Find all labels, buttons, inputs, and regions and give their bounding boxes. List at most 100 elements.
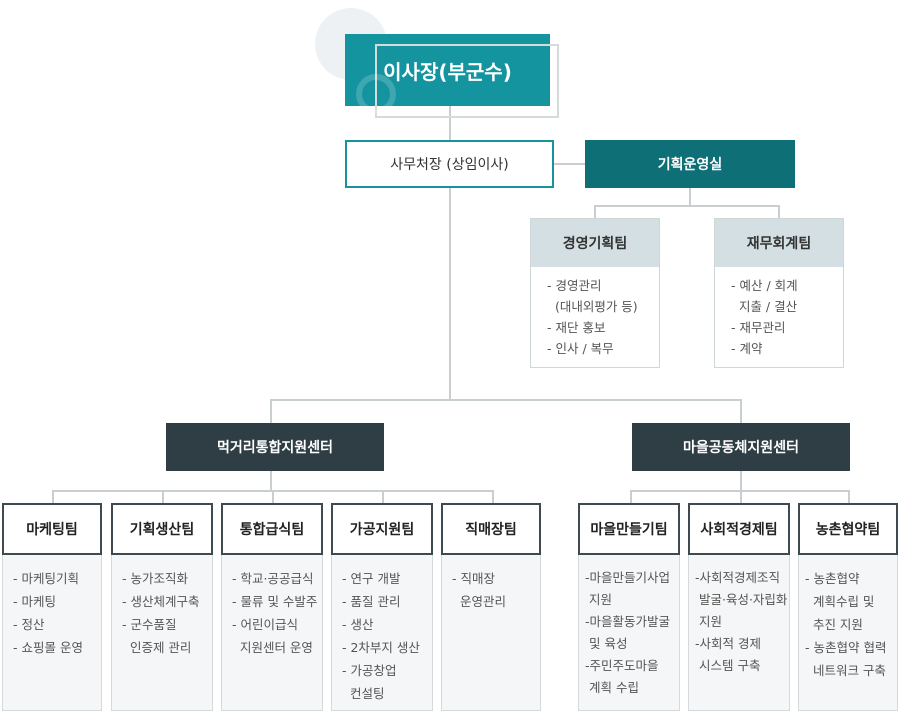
team-title: 가공지원팀 [331,503,433,555]
connector-line [630,490,632,503]
team-planning-production: 기획생산팀 - 농가조직화 - 생산체계구축 - 군수품질 인증제 관리 [111,503,213,711]
connector-line [778,205,780,218]
subteam-management-planning: 경영기획팀 - 경영관리 (대내외평가 등) - 재단 홍보 - 인사 / 복무 [530,218,660,368]
duty-item: - 계약 [731,341,763,356]
chairman-frame [375,44,559,118]
duty-item: - 재무관리 [731,320,786,335]
duty-item: 컨설팅 [342,686,385,701]
duty-item: 인증제 관리 [122,640,192,655]
duty-item: - 경영관리 [547,278,602,293]
team-title: 농촌협약팀 [798,503,898,555]
team-title: 마케팅팀 [2,503,102,555]
connector-line [740,399,742,423]
duty-item: - 마케팅기획 [13,571,79,586]
community-support-center-box: 마을공동체지원센터 [632,423,850,471]
team-rural-agreement: 농촌협약팀 - 농촌협약 계획수립 및 추진 지원 - 농촌협약 협력 네트워크… [798,503,898,711]
duty-item: - 농촌협약 협력 [805,640,887,655]
team-title: 기획생산팀 [111,503,213,555]
team-duties: - 연구 개발 - 품질 관리 - 생산 - 2차부지 생산 - 가공창업 컨설… [332,555,432,705]
team-processing-support: 가공지원팀 - 연구 개발 - 품질 관리 - 생산 - 2차부지 생산 - 가… [331,503,433,711]
duty-item: 계획수립 및 [805,594,875,609]
team-social-economy: 사회적경제팀 -사회적경제조직 발굴·육성·자립화 지원 -사회적 경제 시스템… [688,503,790,711]
connector-line [162,490,164,503]
duty-item: -사회적경제조직 [695,570,781,585]
team-village-making: 마을만들기팀 -마을만들기사업 지원 -마을활동가발굴 및 육성 -주민주도마을… [578,503,680,711]
connector-line [449,188,451,400]
duty-item: - 생산 [342,617,374,632]
connector-line [689,188,691,206]
duty-item: -사회적 경제 [695,636,761,651]
duty-item: - 재단 홍보 [547,320,606,335]
duty-item: 발굴·육성·자립화 [695,592,788,607]
team-title: 통합급식팀 [221,503,323,555]
connector-line [594,205,596,218]
decorative-circle [356,74,396,114]
subteam-duties: - 경영관리 (대내외평가 등) - 재단 홍보 - 인사 / 복무 [531,267,659,359]
connector-line [270,399,272,423]
duty-item: - 2차부지 생산 [342,640,420,655]
duty-item: - 군수품질 [122,617,177,632]
connector-line [449,106,451,140]
team-duties: - 농가조직화 - 생산체계구축 - 군수품질 인증제 관리 [112,555,212,659]
team-integrated-meals: 통합급식팀 - 학교·공공급식 - 물류 및 수발주 - 어린이급식 지원센터 … [221,503,323,711]
connector-line [270,471,272,491]
duty-item: 지원 [695,614,722,629]
duty-item: - 연구 개발 [342,571,401,586]
team-duties: -마을만들기사업 지원 -마을활동가발굴 및 육성 -주민주도마을 계획 수립 [579,555,679,699]
connector-line [52,490,54,503]
team-title: 사회적경제팀 [688,503,790,555]
duty-item: - 어린이급식 [232,617,298,632]
connector-line [270,399,742,401]
duty-item: -주민주도마을 [585,658,659,673]
duty-item: - 인사 / 복무 [547,341,614,356]
duty-item: - 학교·공공급식 [232,571,314,586]
duty-item: - 품질 관리 [342,594,401,609]
duty-item: - 예산 / 회계 [731,278,798,293]
duty-item: 지원 [585,592,612,607]
subteam-duties: - 예산 / 회계 지출 / 결산 - 재무관리 - 계약 [715,267,843,359]
connector-line [594,205,780,207]
connector-line [554,163,585,165]
team-marketing: 마케팅팀 - 마케팅기획 - 마케팅 - 정산 - 쇼핑몰 운영 [2,503,102,711]
duty-item: - 생산체계구축 [122,594,200,609]
duty-item: -마을활동가발굴 [585,614,671,629]
duty-item: 시스템 구축 [695,658,761,673]
team-duties: -사회적경제조직 발굴·육성·자립화 지원 -사회적 경제 시스템 구축 [689,555,789,677]
connector-line [382,490,384,503]
duty-item: - 정산 [13,617,45,632]
connector-line [740,490,742,503]
connector-line [848,490,850,503]
team-duties: - 학교·공공급식 - 물류 및 수발주 - 어린이급식 지원센터 운영 [222,555,322,659]
duty-item: - 가공창업 [342,663,397,678]
planning-office-box: 기획운영실 [585,140,795,188]
subteam-title: 재무회계팀 [715,219,843,267]
team-duties: - 농촌협약 계획수립 및 추진 지원 - 농촌협약 협력 네트워크 구축 [799,555,897,682]
duty-item: - 농가조직화 [122,571,188,586]
duty-item: 및 육성 [585,636,628,651]
subteam-finance-accounting: 재무회계팀 - 예산 / 회계 지출 / 결산 - 재무관리 - 계약 [714,218,844,368]
team-direct-store: 직매장팀 - 직매장 운영관리 [441,503,541,711]
connector-line [272,490,274,503]
food-support-center-box: 먹거리통합지원센터 [166,423,384,471]
connector-line [740,471,742,491]
duty-item: - 쇼핑몰 운영 [13,640,83,655]
duty-item: - 농촌협약 [805,571,860,586]
duty-item: 지출 / 결산 [731,299,798,314]
team-title: 마을만들기팀 [578,503,680,555]
duty-item: 네트워크 구축 [805,663,886,678]
duty-item: - 물류 및 수발주 [232,594,318,609]
secretary-box: 사무처장 (상임이사) [345,140,554,188]
duty-item: 계획 수립 [585,680,639,695]
subteam-title: 경영기획팀 [531,219,659,267]
duty-item: 추진 지원 [805,617,863,632]
duty-item: 지원센터 운영 [232,640,313,655]
team-title: 직매장팀 [441,503,541,555]
duty-item: -마을만들기사업 [585,570,671,585]
duty-item: - 마케팅 [13,594,56,609]
duty-item: (대내외평가 등) [547,299,638,314]
duty-item: 운영관리 [452,594,506,609]
team-duties: - 마케팅기획 - 마케팅 - 정산 - 쇼핑몰 운영 [3,555,101,659]
team-duties: - 직매장 운영관리 [442,555,540,613]
duty-item: - 직매장 [452,571,495,586]
connector-line [492,490,494,503]
